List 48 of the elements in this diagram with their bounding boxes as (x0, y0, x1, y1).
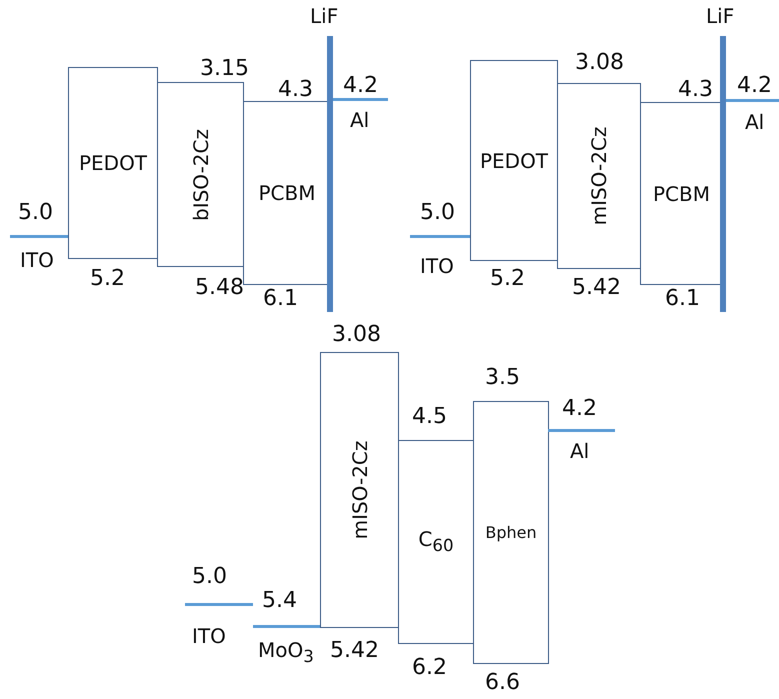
electrode-label: Al (570, 441, 590, 461)
layer-label: bISO-2Cz (190, 128, 210, 220)
layer-label: PEDOT (78, 153, 148, 173)
layer-box (68, 67, 158, 259)
energy-value: 5.42 (330, 640, 379, 662)
energy-value: 5.0 (18, 202, 53, 224)
energy-value: 4.2 (343, 75, 378, 97)
energy-value: 3.15 (200, 58, 249, 80)
electrode-label: LiF (310, 6, 338, 26)
layer-box (470, 60, 558, 261)
energy-value: 6.1 (665, 288, 700, 310)
layer-box (557, 83, 641, 269)
energy-value: 5.48 (195, 277, 244, 299)
electrode-label: ITO (192, 626, 226, 646)
layer-box (473, 401, 549, 664)
energy-value: 5.2 (490, 268, 525, 290)
electrode-label: ITO (420, 256, 454, 276)
layer-label: C$_{60}$ (418, 529, 454, 555)
energy-value: 6.1 (263, 288, 298, 310)
energy-value: 6.6 (485, 672, 520, 694)
energy-value: 5.4 (262, 590, 297, 612)
layer-label: PEDOT (480, 150, 548, 170)
layer-label: Bphen (485, 524, 537, 540)
layer-label: mISO-2Cz (589, 126, 609, 226)
energy-value: 3.08 (332, 324, 381, 346)
layer-label: mISO-2Cz (350, 440, 370, 540)
energy-value: 5.2 (90, 268, 125, 290)
electrode-label: Al (350, 110, 370, 130)
energy-value: 5.0 (420, 202, 455, 224)
energy-value: 3.5 (485, 367, 520, 389)
energy-value: 4.2 (737, 75, 772, 97)
layer-box (398, 440, 474, 644)
energy-value: 6.2 (412, 657, 447, 679)
layer-box (157, 82, 244, 267)
electrode-label: MoO$_{3}$ (258, 640, 314, 666)
energy-value: 4.3 (678, 79, 713, 101)
electrode-label: ITO (20, 250, 54, 270)
energy-value: 4.3 (278, 79, 313, 101)
energy-value: 5.42 (572, 277, 621, 299)
electrode-label: LiF (706, 6, 734, 26)
layer-box (320, 352, 399, 628)
energy-value: 5.0 (192, 566, 227, 588)
energy-value: 4.2 (562, 398, 597, 420)
layer-label: PCBM (258, 183, 316, 203)
energy-value: 4.5 (412, 406, 447, 428)
electrode-label: Al (745, 112, 764, 132)
layer-label: PCBM (653, 184, 710, 204)
energy-value: 3.08 (575, 52, 624, 74)
